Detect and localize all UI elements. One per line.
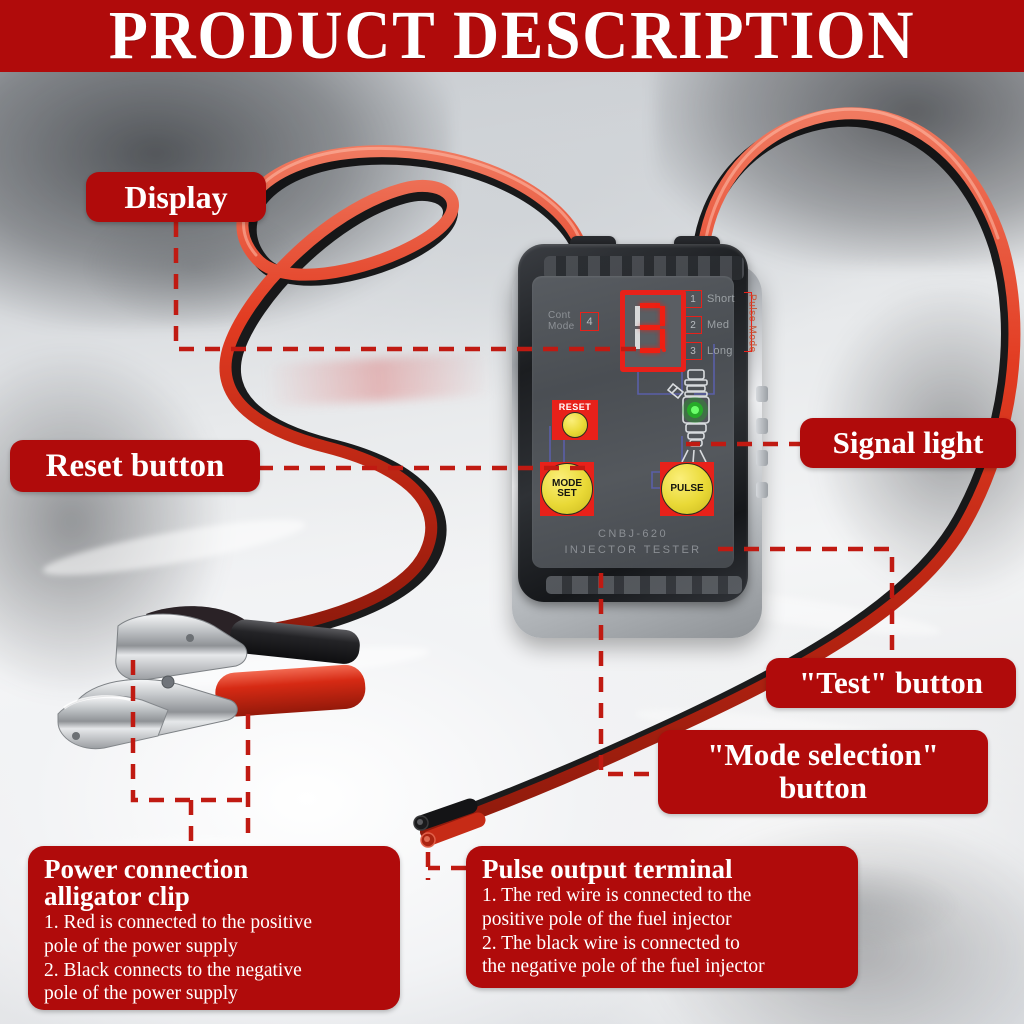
pulse-mode-row: 3 Long — [684, 338, 752, 364]
pulse-button-pad[interactable]: PULSE — [660, 462, 714, 516]
injector-tester-device: Cont Mode 4 1 Short 2 Med 3 Long — [508, 236, 768, 640]
reset-button-pad[interactable]: RESET — [552, 400, 598, 440]
pulse-mode-label: Short — [707, 293, 735, 305]
cont-mode-value: 4 — [580, 312, 599, 331]
pulse-mode-group-label: Pulse Mode — [746, 293, 758, 353]
callout-mode-selection-line2: button — [779, 770, 867, 805]
pulse-mode-row: 1 Short — [684, 286, 752, 312]
callout-signal-light[interactable]: Signal light — [800, 418, 1016, 468]
signal-light-led — [691, 406, 699, 414]
segment-c — [660, 329, 665, 349]
infobox-power-connection-clip[interactable]: Power connection alligator clip 1. Red i… — [28, 846, 400, 1010]
segment-g — [640, 325, 660, 330]
callout-mode-selection-line1: "Mode selection" — [707, 737, 939, 773]
pulse-mode-num: 3 — [684, 342, 702, 360]
segment-a — [640, 303, 660, 308]
device-side-notch — [756, 418, 768, 434]
pulse-mode-row: 2 Med — [684, 312, 752, 338]
device-side-notch — [756, 482, 768, 498]
infobox-pulse-line2: positive pole of the fuel injector — [482, 908, 732, 930]
pulse-mode-num: 2 — [684, 316, 702, 334]
reset-button-label: RESET — [558, 402, 592, 412]
segment-decimal-point — [662, 348, 666, 352]
mode-set-button[interactable]: MODE SET — [541, 463, 593, 515]
mode-set-button-pad[interactable]: MODE SET — [540, 462, 594, 516]
device-front-panel: Cont Mode 4 1 Short 2 Med 3 Long — [532, 276, 758, 568]
device-model-number: CNBJ-620 — [598, 528, 668, 540]
page-title: PRODUCT DESCRIPTION — [108, 0, 916, 74]
mode-set-label-line2: SET — [557, 488, 577, 499]
device-model-name: INJECTOR TESTER — [564, 544, 702, 556]
header-banner: PRODUCT DESCRIPTION — [0, 0, 1024, 74]
background-hose-blur — [81, 204, 308, 328]
device-side-notch — [756, 386, 768, 402]
segment-b — [660, 306, 665, 326]
pulse-mode-num: 1 — [684, 290, 702, 308]
pulse-mode-label: Long — [707, 345, 733, 357]
pulse-mode-label: Med — [707, 319, 730, 331]
infobox-power-line3: 2. Black connects to the negative — [44, 959, 302, 981]
alligator-clips — [57, 606, 366, 750]
alligator-clip-red — [57, 664, 366, 750]
pulse-button[interactable]: PULSE — [661, 463, 713, 515]
infobox-pulse-line1: 1. The red wire is connected to the — [482, 885, 752, 906]
device-model-text: CNBJ-620 INJECTOR TESTER — [532, 526, 734, 558]
callout-mode-selection[interactable]: "Mode selection" button — [658, 730, 988, 814]
mode-set-label-line1: MODE — [552, 477, 582, 489]
callout-test-button[interactable]: "Test" button — [766, 658, 1016, 708]
segment-d — [640, 348, 660, 353]
pulse-mode-list: 1 Short 2 Med 3 Long — [684, 286, 752, 364]
callout-reset-button[interactable]: Reset button — [10, 440, 260, 492]
infobox-pulse-line4: the negative pole of the fuel injector — [482, 956, 765, 978]
infobox-power-title-line1: Power connection — [44, 854, 249, 884]
display-digit-3 — [635, 303, 666, 353]
pulse-mode-bracket — [744, 292, 752, 352]
device-side-notch — [756, 450, 768, 466]
infobox-power-line2: pole of the power supply — [44, 935, 238, 957]
reset-button[interactable] — [562, 411, 588, 438]
device-bottom-ridge — [546, 576, 742, 594]
infobox-pulse-title: Pulse output terminal — [482, 854, 733, 884]
infobox-power-line4: pole of the power supply — [44, 983, 238, 1005]
infobox-power-title-line2: alligator clip — [44, 881, 190, 911]
infobox-power-line1: 1. Red is connected to the positive — [44, 912, 313, 933]
segment-f — [635, 306, 640, 326]
segment-e — [635, 329, 640, 349]
callout-display[interactable]: Display — [86, 172, 266, 222]
injector-graphic — [666, 369, 710, 464]
infobox-pulse-output-terminal[interactable]: Pulse output terminal 1. The red wire is… — [466, 846, 858, 988]
seven-segment-display — [620, 290, 686, 372]
infobox-pulse-line3: 2. The black wire is connected to — [482, 932, 740, 954]
